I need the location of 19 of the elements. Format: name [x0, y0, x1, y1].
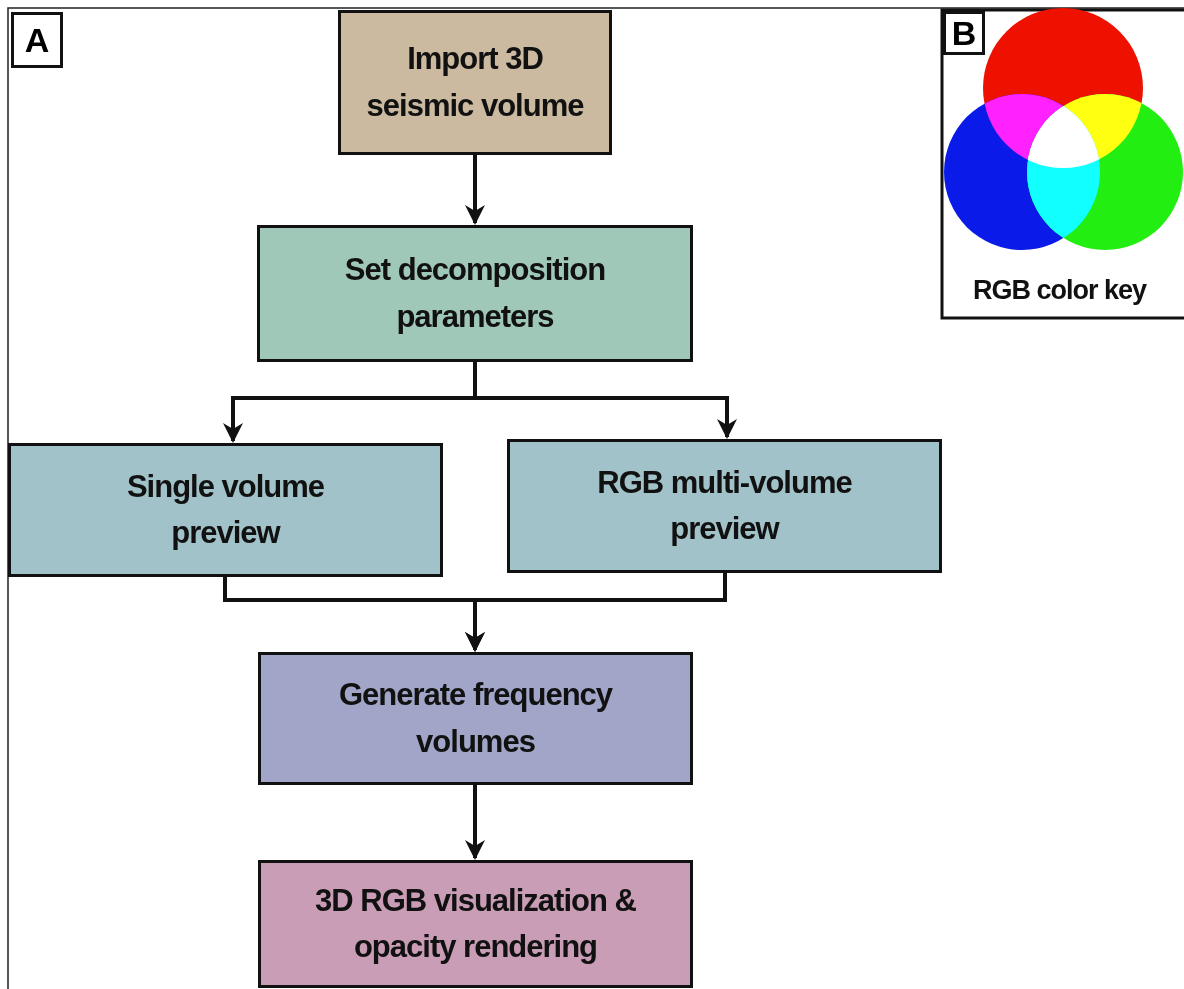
step-label: 3D RGB visualization & opacity rendering	[314, 881, 637, 966]
panel-label: B	[943, 11, 985, 55]
arrow	[465, 785, 485, 860]
step-label: Generate frequency volumes	[337, 676, 614, 761]
process-box	[338, 10, 612, 155]
arrow	[465, 155, 485, 225]
process-box	[258, 652, 693, 785]
step-label: RGB multi-volume preview	[596, 463, 853, 548]
step-label: Import 3D seismic volume	[365, 40, 585, 125]
panel-label: A	[11, 12, 63, 68]
process-box	[257, 225, 693, 362]
step-label: Single volume preview	[125, 467, 326, 552]
process-box	[258, 860, 693, 988]
process-box	[8, 443, 443, 577]
arrow	[465, 573, 727, 652]
step-label: Set decomposition parameters	[343, 251, 607, 336]
process-box	[507, 439, 942, 573]
key-caption: RGB color key	[973, 275, 1147, 306]
arrow	[473, 362, 737, 439]
